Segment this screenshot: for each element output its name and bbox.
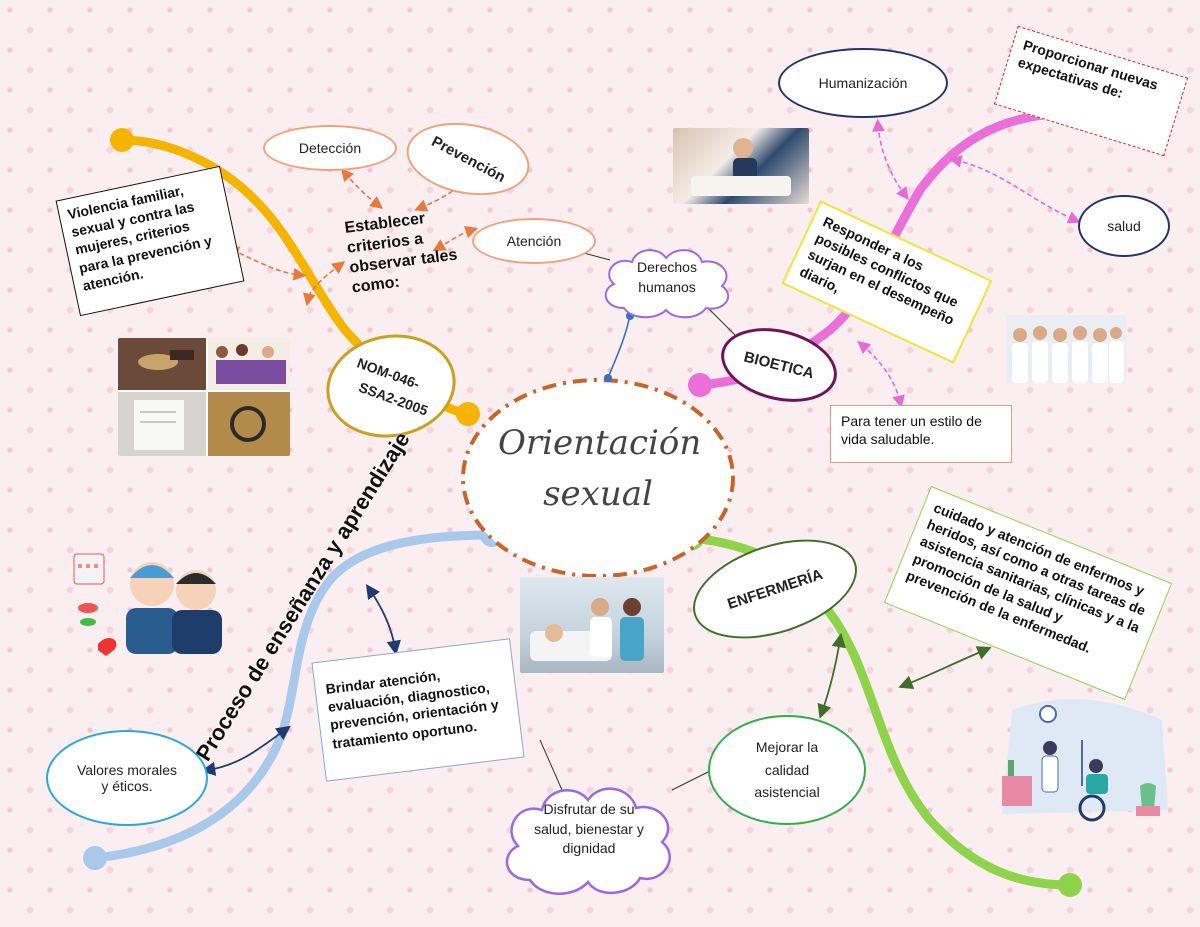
connector-estilo-bioetica bbox=[857, 340, 905, 409]
deteccion-oval[interactable]: Detección bbox=[263, 125, 397, 171]
connector-atencion-establecer bbox=[432, 225, 479, 252]
central-title-line2: sexual bbox=[543, 474, 653, 514]
doctors-icon-illustration bbox=[68, 548, 228, 658]
hospital-room-photo bbox=[520, 577, 664, 673]
connector-derechos-dot-bottom bbox=[604, 374, 612, 382]
mejorar-oval[interactable]: Mejorar la calidad asistencial bbox=[708, 715, 866, 825]
valores-oval[interactable]: Valores morales y éticos. bbox=[46, 730, 208, 826]
atencion-oval[interactable]: Atención bbox=[472, 218, 596, 264]
connector-salud-bioetica bbox=[948, 155, 1081, 224]
wheelchair-nurse-illustration bbox=[992, 690, 1172, 826]
central-oval bbox=[461, 378, 735, 578]
derechos-cloud bbox=[604, 249, 729, 319]
connector-cuidado-enfermeria bbox=[898, 646, 992, 690]
connector-violencia-establecer bbox=[226, 246, 307, 281]
connector-deteccion-establecer bbox=[340, 168, 384, 209]
central-title-line1: Orientación bbox=[498, 423, 702, 463]
enfermeria-label: ENFERMERÍA bbox=[725, 565, 825, 613]
nom-branch-start-dot bbox=[456, 402, 480, 426]
estilo-box: Para tener un estilo de vida saludable. bbox=[830, 405, 1012, 463]
disfrutar-cloud bbox=[505, 787, 671, 895]
disfrutar-label: Disfrutar de su salud, bienestar y digni… bbox=[534, 801, 644, 857]
central-title: Orientación sexual bbox=[498, 418, 702, 520]
prevencion-label: Prevención bbox=[428, 132, 508, 186]
establecer-text: Establecer criterios a observar tales co… bbox=[343, 210, 459, 297]
nurse-patient-photo bbox=[673, 128, 809, 204]
connector-proceso-brindar bbox=[365, 584, 401, 656]
nurses-team-photo bbox=[1006, 315, 1126, 383]
enfermeria-branch-end-dot bbox=[1058, 873, 1082, 897]
connector-disfrutar-mejorar bbox=[671, 769, 713, 791]
legal-medical-collage bbox=[118, 338, 290, 456]
nom-branch-end-dot bbox=[110, 128, 134, 152]
connector-enfermeria-mejorar bbox=[817, 632, 846, 719]
derechos-label: Derechos humanos bbox=[637, 259, 697, 295]
connector-brindar-disfrutar bbox=[539, 739, 563, 791]
proceso-branch-line bbox=[90, 530, 497, 863]
salud-oval[interactable]: salud bbox=[1078, 195, 1170, 257]
bioetica-branch-start-dot bbox=[688, 373, 712, 397]
humanizacion-oval[interactable]: Humanización bbox=[778, 48, 948, 118]
brindar-box: Brindar atención, evaluación, diagnostic… bbox=[311, 638, 525, 782]
bioetica-label: BIOETICA bbox=[742, 348, 816, 382]
connector-valores-proceso bbox=[200, 725, 291, 776]
connector-humanizacion-bioetica bbox=[872, 118, 909, 201]
proceso-branch-end-dot bbox=[83, 846, 107, 870]
connector-derechos-central bbox=[607, 314, 631, 379]
